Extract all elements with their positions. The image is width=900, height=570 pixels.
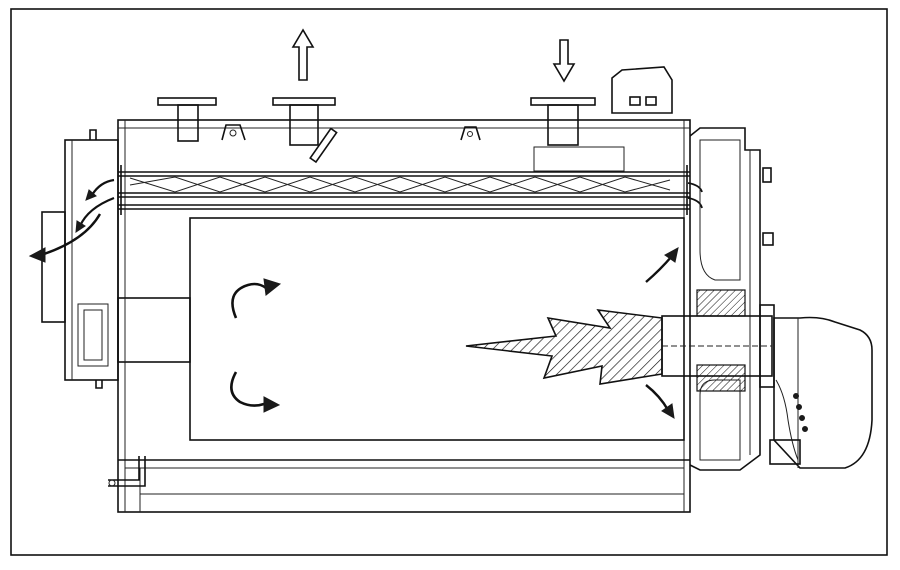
front-door [645,127,774,471]
control-box-top [611,66,673,114]
curved-arrow-icon [28,178,703,263]
top-nozzles [157,97,625,172]
rear-smoke-box [41,129,191,487]
down-arrow-icon [552,39,576,83]
curved-arrow-icon [230,278,282,413]
outer-frame [10,8,888,556]
burner [661,304,873,469]
up-arrow-icon [291,28,315,81]
thermometer [309,127,338,164]
flame-hatched-icon [465,308,663,385]
smoke-tubes [118,165,690,215]
